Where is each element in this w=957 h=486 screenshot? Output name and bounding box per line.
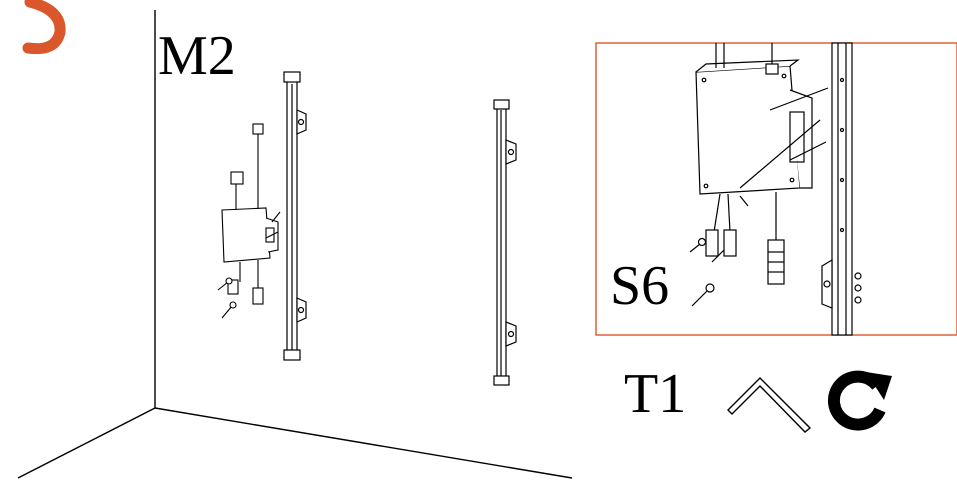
screw-reference-label: S6 (610, 255, 670, 317)
tool-reference-label: T1 (624, 363, 687, 425)
mounting-rail-right (493, 99, 517, 386)
step-number-fragment (22, 0, 66, 55)
detail-rail (821, 42, 862, 336)
mount-area-label: M2 (158, 25, 236, 87)
detail-callout-frame (595, 42, 957, 336)
detail-microinverter (695, 43, 829, 285)
wall-corner (17, 10, 573, 479)
detail-screw (689, 237, 725, 307)
screw-small (217, 277, 237, 319)
hex-key-icon (727, 377, 812, 433)
mounting-rail-left (283, 71, 307, 361)
rotate-clockwise-icon (827, 370, 892, 431)
microinverter-small (221, 123, 281, 305)
